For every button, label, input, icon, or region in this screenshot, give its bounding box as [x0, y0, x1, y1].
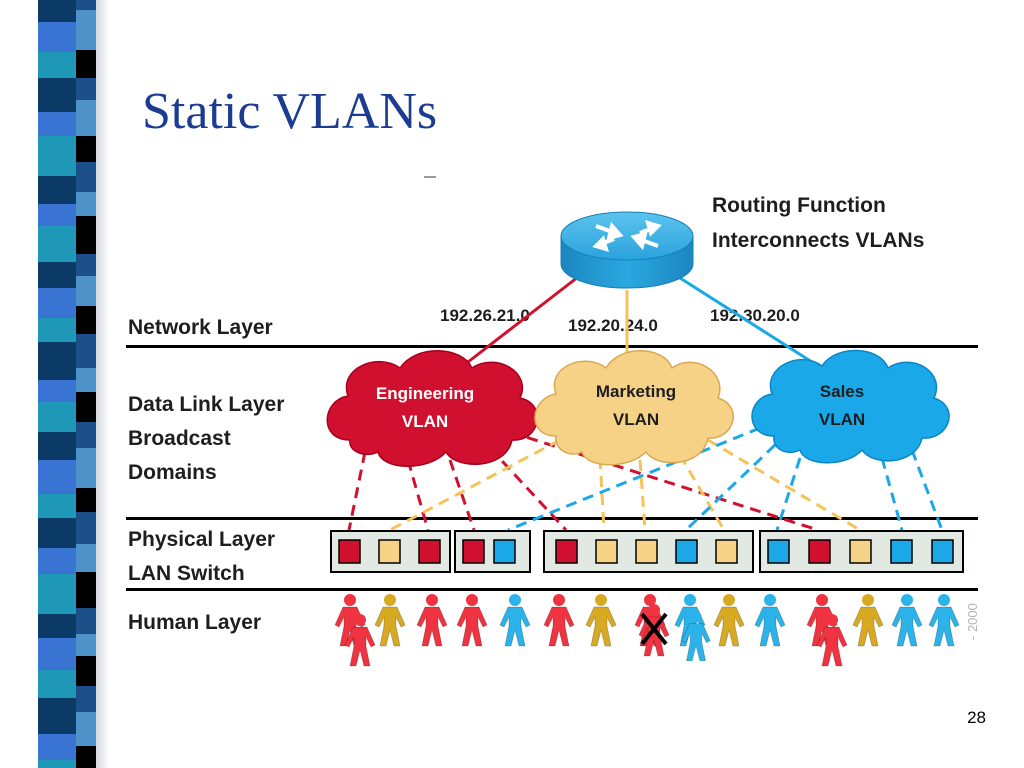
- engineering-port: [462, 539, 485, 564]
- network-layer-divider: [126, 345, 978, 348]
- engineering-subnet-label: 192.26.21.0: [440, 306, 530, 325]
- lan-switch-4: [759, 530, 964, 573]
- data-link-line1: Data Link Layer: [128, 393, 285, 416]
- sales-port: [675, 539, 698, 564]
- data-link-layer-label: Data Link Layer Broadcast Domains: [128, 388, 284, 490]
- sales-user-icon: [928, 594, 960, 647]
- sales-port: [493, 539, 516, 564]
- engineering-vlan-suffix: VLAN: [402, 412, 448, 431]
- lan-switches: [330, 530, 964, 573]
- human-layer-users: [334, 594, 960, 667]
- marketing-user-icon: [585, 594, 617, 647]
- page-number: 28: [967, 708, 986, 727]
- marketing-vlan-name: Marketing: [596, 382, 676, 401]
- sales-vlan-suffix: VLAN: [819, 410, 865, 429]
- marketing-vlan-cloud: Marketing VLAN: [534, 350, 734, 466]
- sales-vlan-name: Sales: [820, 382, 864, 401]
- human-layer-label: Human Layer: [128, 611, 262, 634]
- decorative-dash: [424, 176, 436, 178]
- marketing-user-icon: [713, 594, 745, 647]
- engineering-user-icon: [456, 594, 488, 647]
- engineering-vlan-name: Engineering: [376, 384, 474, 403]
- data-link-line2: Broadcast: [128, 427, 231, 450]
- marketing-port: [378, 539, 401, 564]
- sales-user-icon: [891, 594, 923, 647]
- engineering-uplink: [467, 275, 579, 364]
- marketing-port: [635, 539, 658, 564]
- lan-switch-2: [454, 530, 531, 573]
- sales-port: [890, 539, 913, 564]
- router-uplinks: [467, 275, 813, 364]
- decorative-stripe-bar: [0, 0, 110, 768]
- marketing-user-icon: [374, 594, 406, 647]
- physical-line1: Physical Layer: [128, 528, 276, 551]
- slide-title: Static VLANs: [142, 83, 438, 140]
- datalink-layer-divider: [126, 517, 978, 520]
- engineering-user-icon: [806, 594, 848, 667]
- routing-note-line2: Interconnects VLANs: [712, 229, 925, 252]
- removed-user-x-icon: [640, 612, 668, 646]
- routing-note-line1: Routing Function: [712, 194, 886, 217]
- engineering-user-icon: [334, 594, 376, 667]
- physical-layer-label: Physical Layer LAN Switch: [128, 523, 275, 591]
- sales-user-icon: [674, 594, 711, 662]
- router-icon: [560, 211, 694, 289]
- engineering-port: [418, 539, 441, 564]
- engineering-user-icon: [634, 594, 670, 657]
- engineering-user-icon: [416, 594, 448, 647]
- marketing-vlan-suffix: VLAN: [613, 410, 659, 429]
- marketing-user-icon: [852, 594, 884, 647]
- routing-function-note: Routing Function Interconnects VLANs: [712, 188, 924, 258]
- marketing-port: [849, 539, 872, 564]
- marketing-subnet-label: 192.20.24.0: [568, 316, 658, 335]
- data-link-line3: Domains: [128, 461, 217, 484]
- physical-layer-divider: [126, 588, 978, 591]
- marketing-port: [595, 539, 618, 564]
- engineering-port: [555, 539, 578, 564]
- sales-uplink: [679, 276, 813, 364]
- sales-port: [767, 539, 790, 564]
- vlan-port-links: [347, 426, 944, 532]
- sales-vlan-cloud: Sales VLAN: [751, 349, 950, 464]
- engineering-port: [808, 539, 831, 564]
- physical-line2: LAN Switch: [128, 562, 245, 585]
- engineering-vlan-cloud: Engineering VLAN: [326, 350, 539, 467]
- marketing-port: [715, 539, 738, 564]
- network-layer-label: Network Layer: [128, 316, 273, 339]
- sales-user-icon: [754, 594, 786, 647]
- sales-user-icon: [499, 594, 531, 647]
- sales-port: [931, 539, 954, 564]
- engineering-port: [338, 539, 361, 564]
- engineering-user-icon: [543, 594, 575, 647]
- copyright-note: - 2000: [965, 603, 980, 640]
